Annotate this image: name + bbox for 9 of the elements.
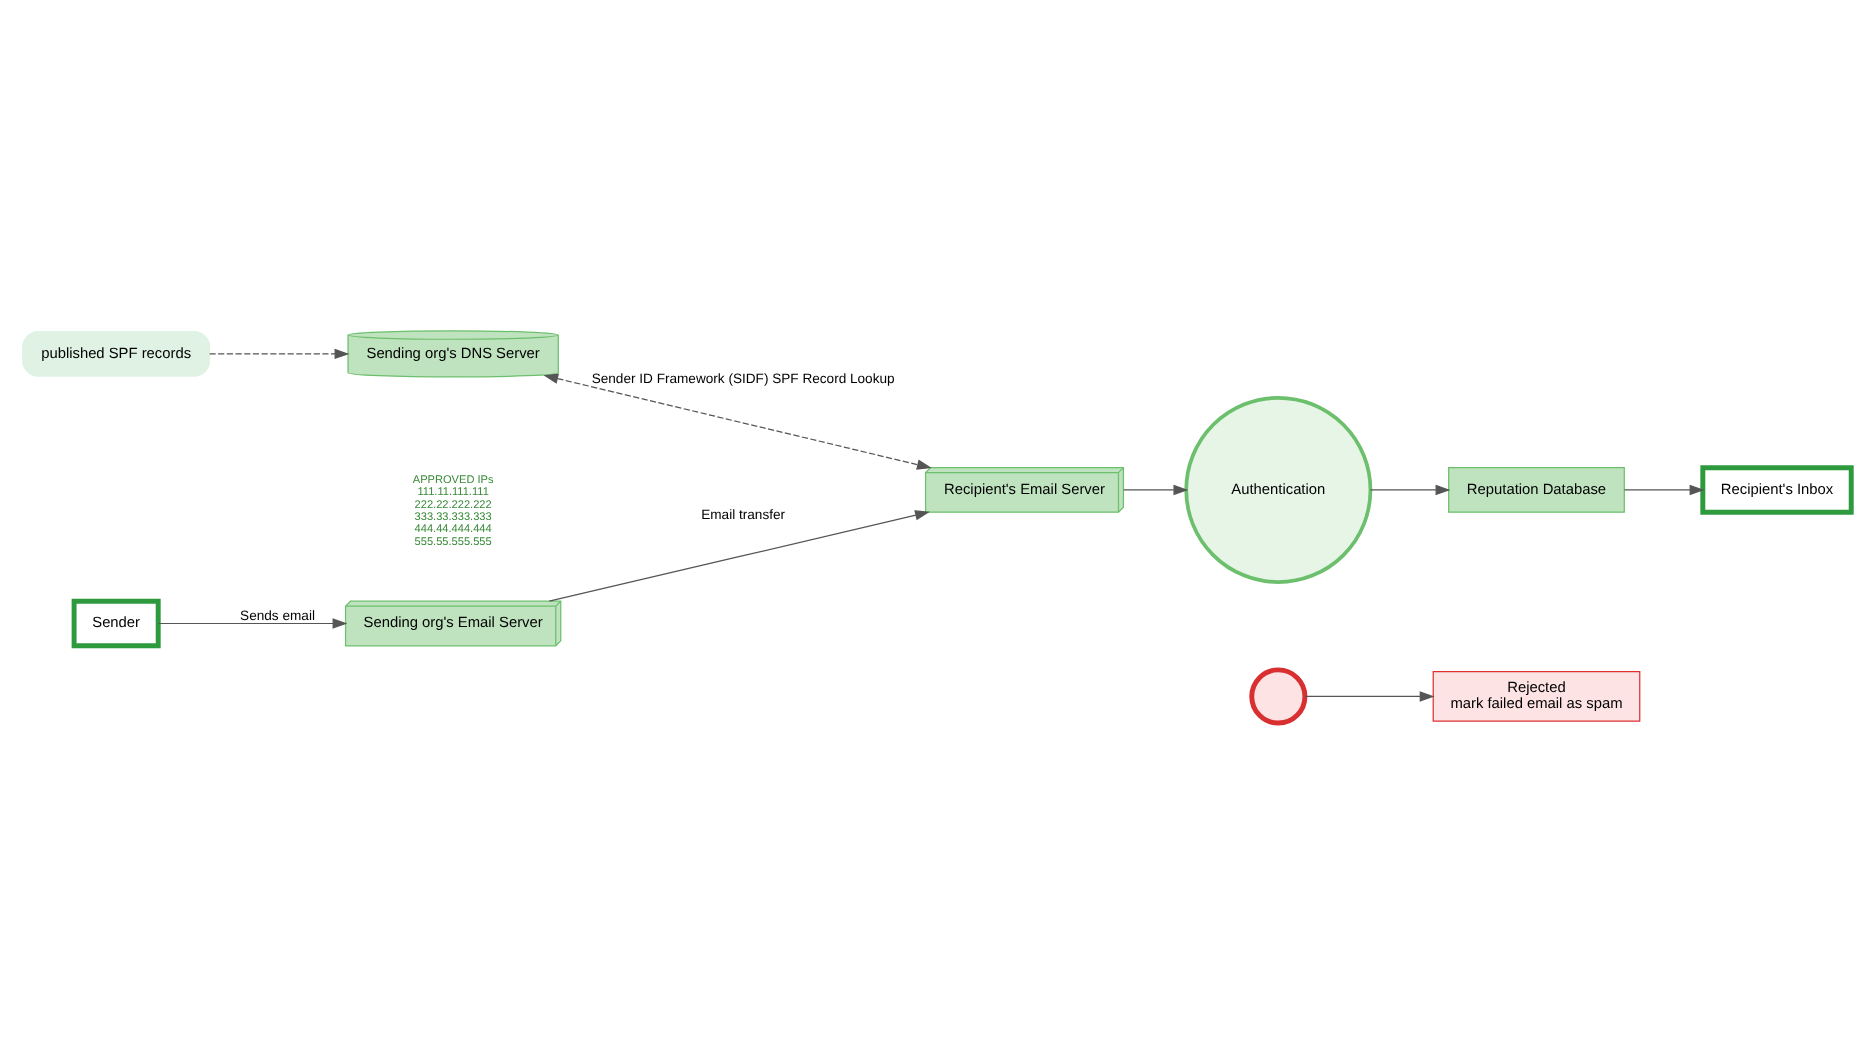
node-circle xyxy=(1249,666,1308,725)
arrow xyxy=(157,617,348,628)
arrow xyxy=(1123,483,1189,495)
arrow xyxy=(543,372,932,469)
arrow xyxy=(209,347,350,359)
arrow xyxy=(548,509,930,601)
arrow xyxy=(1369,483,1451,495)
arrow xyxy=(1623,483,1705,495)
arrow xyxy=(1304,690,1435,701)
